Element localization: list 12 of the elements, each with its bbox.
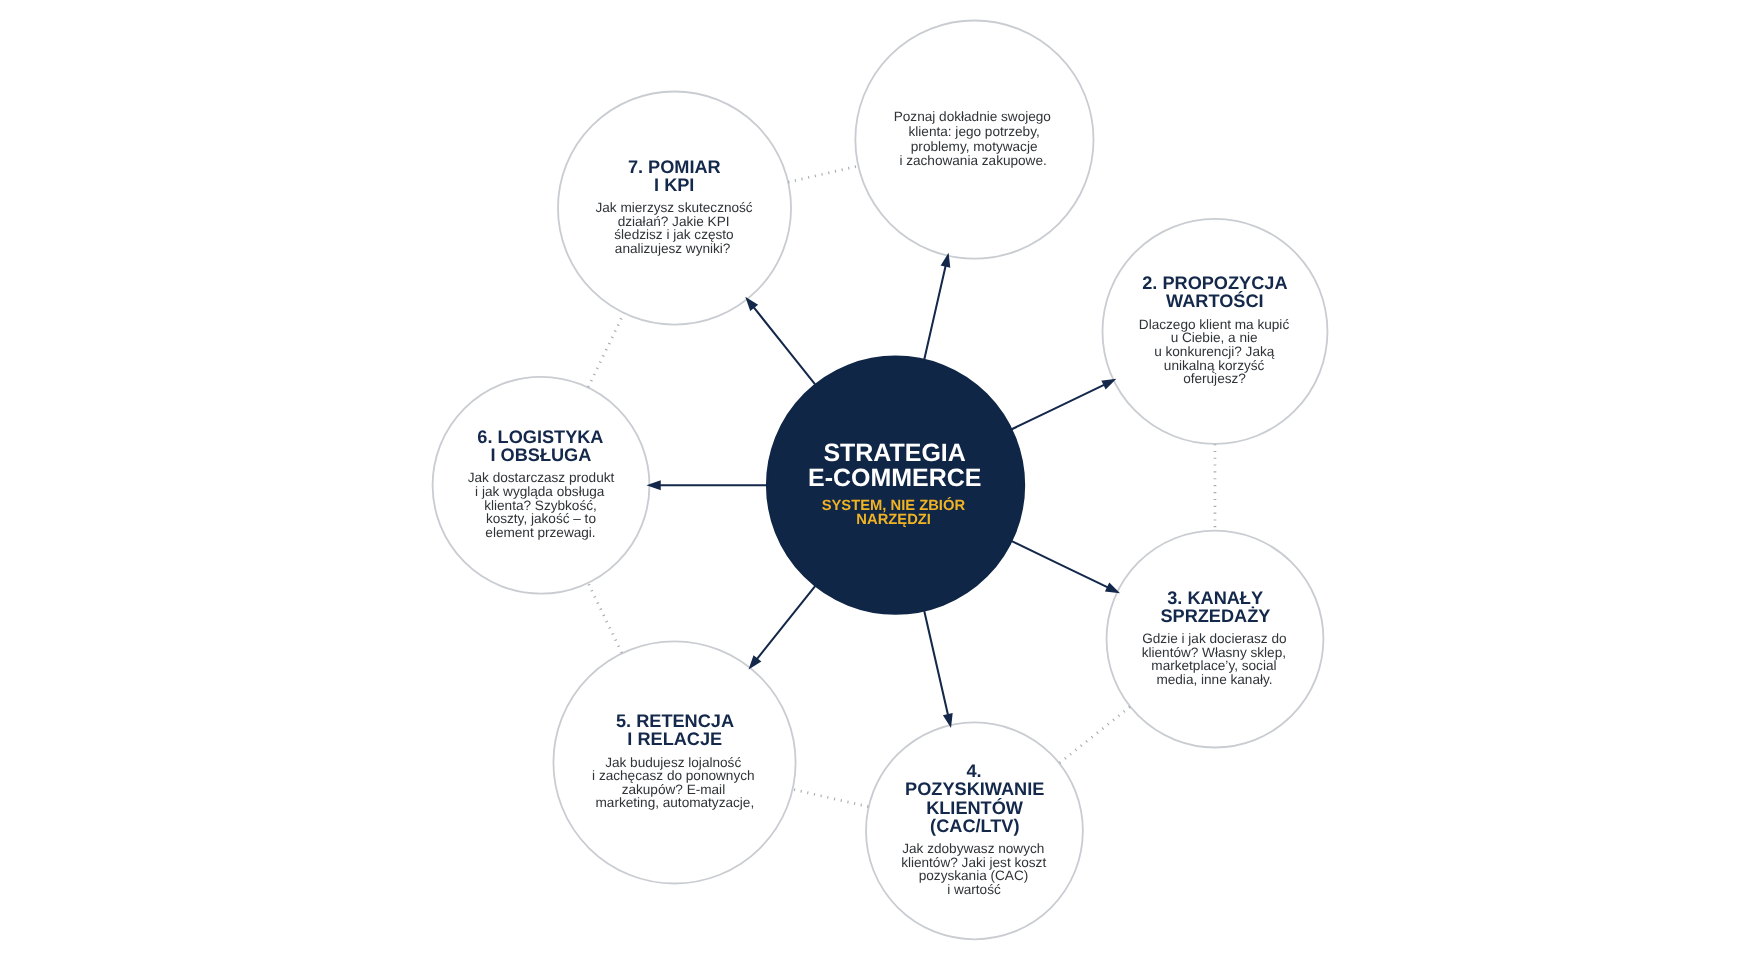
connector: [788, 164, 859, 184]
arrow: [646, 480, 767, 491]
arrow: [1011, 378, 1117, 431]
connector: [1058, 705, 1131, 765]
arrow: [1011, 540, 1121, 594]
connector: [793, 788, 869, 808]
arrow: [748, 585, 816, 670]
connector: [587, 312, 626, 388]
arrow: [923, 252, 951, 360]
connector: [586, 582, 623, 654]
arrow: [745, 296, 816, 385]
arrow: [923, 610, 953, 729]
